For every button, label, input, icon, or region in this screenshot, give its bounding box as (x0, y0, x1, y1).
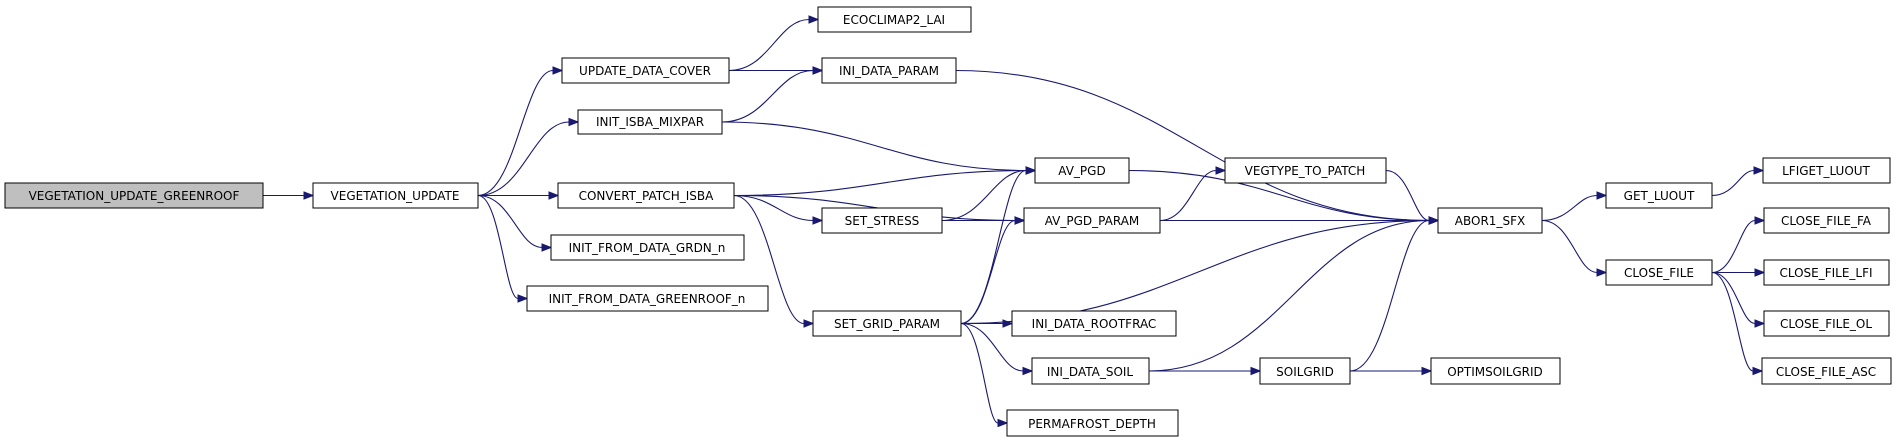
edge-ini-data-soil-to-abor1-sfx (1148, 216, 1440, 372)
node-label: OPTIMSOILGRID (1447, 365, 1543, 379)
node-av-pgd[interactable]: AV_PGD (1034, 157, 1130, 184)
node-label: INI_DATA_SOIL (1047, 365, 1134, 379)
node-ini-data-soil[interactable]: INI_DATA_SOIL (1031, 357, 1150, 385)
node-label: CLOSE_FILE (1624, 266, 1694, 280)
node-update-data-cover[interactable]: UPDATE_DATA_COVER (561, 57, 730, 84)
node-init-from-data-grdn-n[interactable]: INIT_FROM_DATA_GRDN_n (550, 234, 745, 261)
node-label: SET_STRESS (845, 214, 920, 228)
node-label: PERMAFROST_DEPTH (1028, 417, 1156, 431)
edge-abor1-sfx-to-close-file (1541, 219, 1608, 277)
node-abor1-sfx[interactable]: ABOR1_SFX (1437, 207, 1543, 234)
edge-init-isba-mixpar-to-av-pgd (721, 121, 1037, 175)
node-ini-data-rootfrac[interactable]: INI_DATA_ROOTFRAC (1011, 310, 1177, 337)
node-label: INI_DATA_PARAM (839, 64, 939, 78)
node-init-from-data-greenroof-n[interactable]: INIT_FROM_DATA_GREENROOF_n (526, 285, 769, 312)
node-soilgrid[interactable]: SOILGRID (1259, 357, 1351, 385)
node-close-file-asc[interactable]: CLOSE_FILE_ASC (1761, 357, 1892, 385)
node-close-file-fa[interactable]: CLOSE_FILE_FA (1763, 207, 1890, 234)
node-vegtype-to-patch[interactable]: VEGTYPE_TO_PATCH (1224, 157, 1387, 184)
node-label: SOILGRID (1276, 365, 1334, 379)
node-init-isba-mixpar[interactable]: INIT_ISBA_MIXPAR (577, 109, 723, 135)
edge-set-grid-param-to-permafrost-depth (960, 322, 1009, 428)
edge-vegetation-update-to-update-data-cover (477, 66, 564, 197)
edge-init-isba-mixpar-to-ini-data-param (721, 66, 824, 123)
node-label: CLOSE_FILE_LFI (1779, 266, 1872, 280)
edge-vegetation-update-to-convert-patch-isba (478, 191, 560, 200)
edge-av-pgd-param-to-abor1-sfx (1160, 216, 1440, 225)
node-label: VEGETATION_UPDATE_GREENROOF (29, 189, 240, 203)
edge-ini-data-param-to-abor1-sfx (955, 69, 1440, 225)
edge-convert-patch-isba-to-av-pgd (733, 166, 1037, 197)
edge-vegetation-update-greenroof-to-vegetation-update (263, 191, 315, 200)
node-label: INI_DATA_ROOTFRAC (1032, 317, 1157, 331)
node-optimsoilgrid[interactable]: OPTIMSOILGRID (1430, 357, 1561, 385)
node-label: CLOSE_FILE_FA (1781, 214, 1872, 228)
node-label: VEGTYPE_TO_PATCH (1245, 164, 1366, 178)
node-label: ECOCLIMAP2_LAI (843, 13, 945, 27)
node-label: CLOSE_FILE_OL (1780, 317, 1872, 331)
edge-close-file-to-close-file-asc (1711, 271, 1764, 376)
node-ecoclimap2-lai[interactable]: ECOCLIMAP2_LAI (817, 6, 972, 33)
node-label: CONVERT_PATCH_ISBA (579, 189, 715, 203)
node-label: AV_PGD_PARAM (1045, 214, 1140, 228)
node-label: VEGETATION_UPDATE (331, 189, 460, 203)
node-label: SET_GRID_PARAM (834, 317, 940, 331)
node-label: ABOR1_SFX (1455, 214, 1525, 228)
node-label: AV_PGD (1058, 164, 1105, 178)
node-get-luout[interactable]: GET_LUOUT (1605, 182, 1713, 209)
edge-av-pgd-param-to-vegtype-to-patch (1159, 166, 1227, 222)
edge-set-grid-param-to-av-pgd-param (960, 216, 1026, 325)
edge-vegtype-to-patch-to-abor1-sfx (1385, 169, 1440, 225)
node-vegetation-update-greenroof[interactable]: VEGETATION_UPDATE_GREENROOF (4, 182, 264, 209)
edge-set-stress-to-av-pgd (941, 166, 1037, 222)
node-label: INIT_FROM_DATA_GRDN_n (569, 241, 726, 255)
node-close-file-ol[interactable]: CLOSE_FILE_OL (1763, 310, 1890, 337)
edge-convert-patch-isba-to-set-stress (733, 194, 824, 225)
node-av-pgd-param[interactable]: AV_PGD_PARAM (1023, 207, 1161, 234)
edge-get-luout-to-lfiget-luout (1711, 166, 1765, 197)
edge-vegetation-update-to-init-from-data-grdn-n (477, 194, 553, 252)
edge-vegetation-update-to-init-isba-mixpar (477, 117, 580, 197)
node-close-file-lfi[interactable]: CLOSE_FILE_LFI (1763, 259, 1890, 286)
node-label: LFIGET_LUOUT (1782, 164, 1870, 178)
node-lfiget-luout[interactable]: LFIGET_LUOUT (1762, 157, 1891, 184)
node-set-grid-param[interactable]: SET_GRID_PARAM (812, 310, 962, 337)
edge-convert-patch-isba-to-set-grid-param (733, 194, 815, 328)
edge-set-grid-param-to-ini-data-soil (960, 322, 1034, 376)
node-label: UPDATE_DATA_COVER (579, 64, 711, 78)
edge-abor1-sfx-to-get-luout (1541, 191, 1608, 222)
node-close-file[interactable]: CLOSE_FILE (1605, 259, 1713, 286)
edge-ini-data-soil-to-soilgrid (1148, 366, 1262, 376)
edge-vegetation-update-to-init-from-data-greenroof-n (477, 194, 529, 303)
node-label: CLOSE_FILE_ASC (1776, 365, 1876, 379)
node-set-stress[interactable]: SET_STRESS (821, 207, 943, 234)
edge-close-file-to-close-file-lfi (1711, 268, 1766, 277)
edge-close-file-to-close-file-fa (1711, 216, 1766, 274)
node-label: INIT_ISBA_MIXPAR (596, 115, 704, 129)
edge-update-data-cover-to-ecoclimap2-lai (728, 15, 820, 72)
node-ini-data-param[interactable]: INI_DATA_PARAM (821, 57, 957, 84)
node-convert-patch-isba[interactable]: CONVERT_PATCH_ISBA (557, 182, 735, 209)
edge-soilgrid-to-abor1-sfx (1349, 216, 1440, 372)
edge-close-file-to-close-file-ol (1711, 271, 1766, 328)
node-vegetation-update[interactable]: VEGETATION_UPDATE (312, 182, 479, 209)
node-permafrost-depth[interactable]: PERMAFROST_DEPTH (1006, 409, 1179, 437)
node-label: INIT_FROM_DATA_GREENROOF_n (549, 292, 746, 306)
edge-soilgrid-to-optimsoilgrid (1349, 366, 1433, 376)
node-label: GET_LUOUT (1624, 189, 1695, 203)
edge-set-grid-param-to-av-pgd (960, 166, 1037, 325)
